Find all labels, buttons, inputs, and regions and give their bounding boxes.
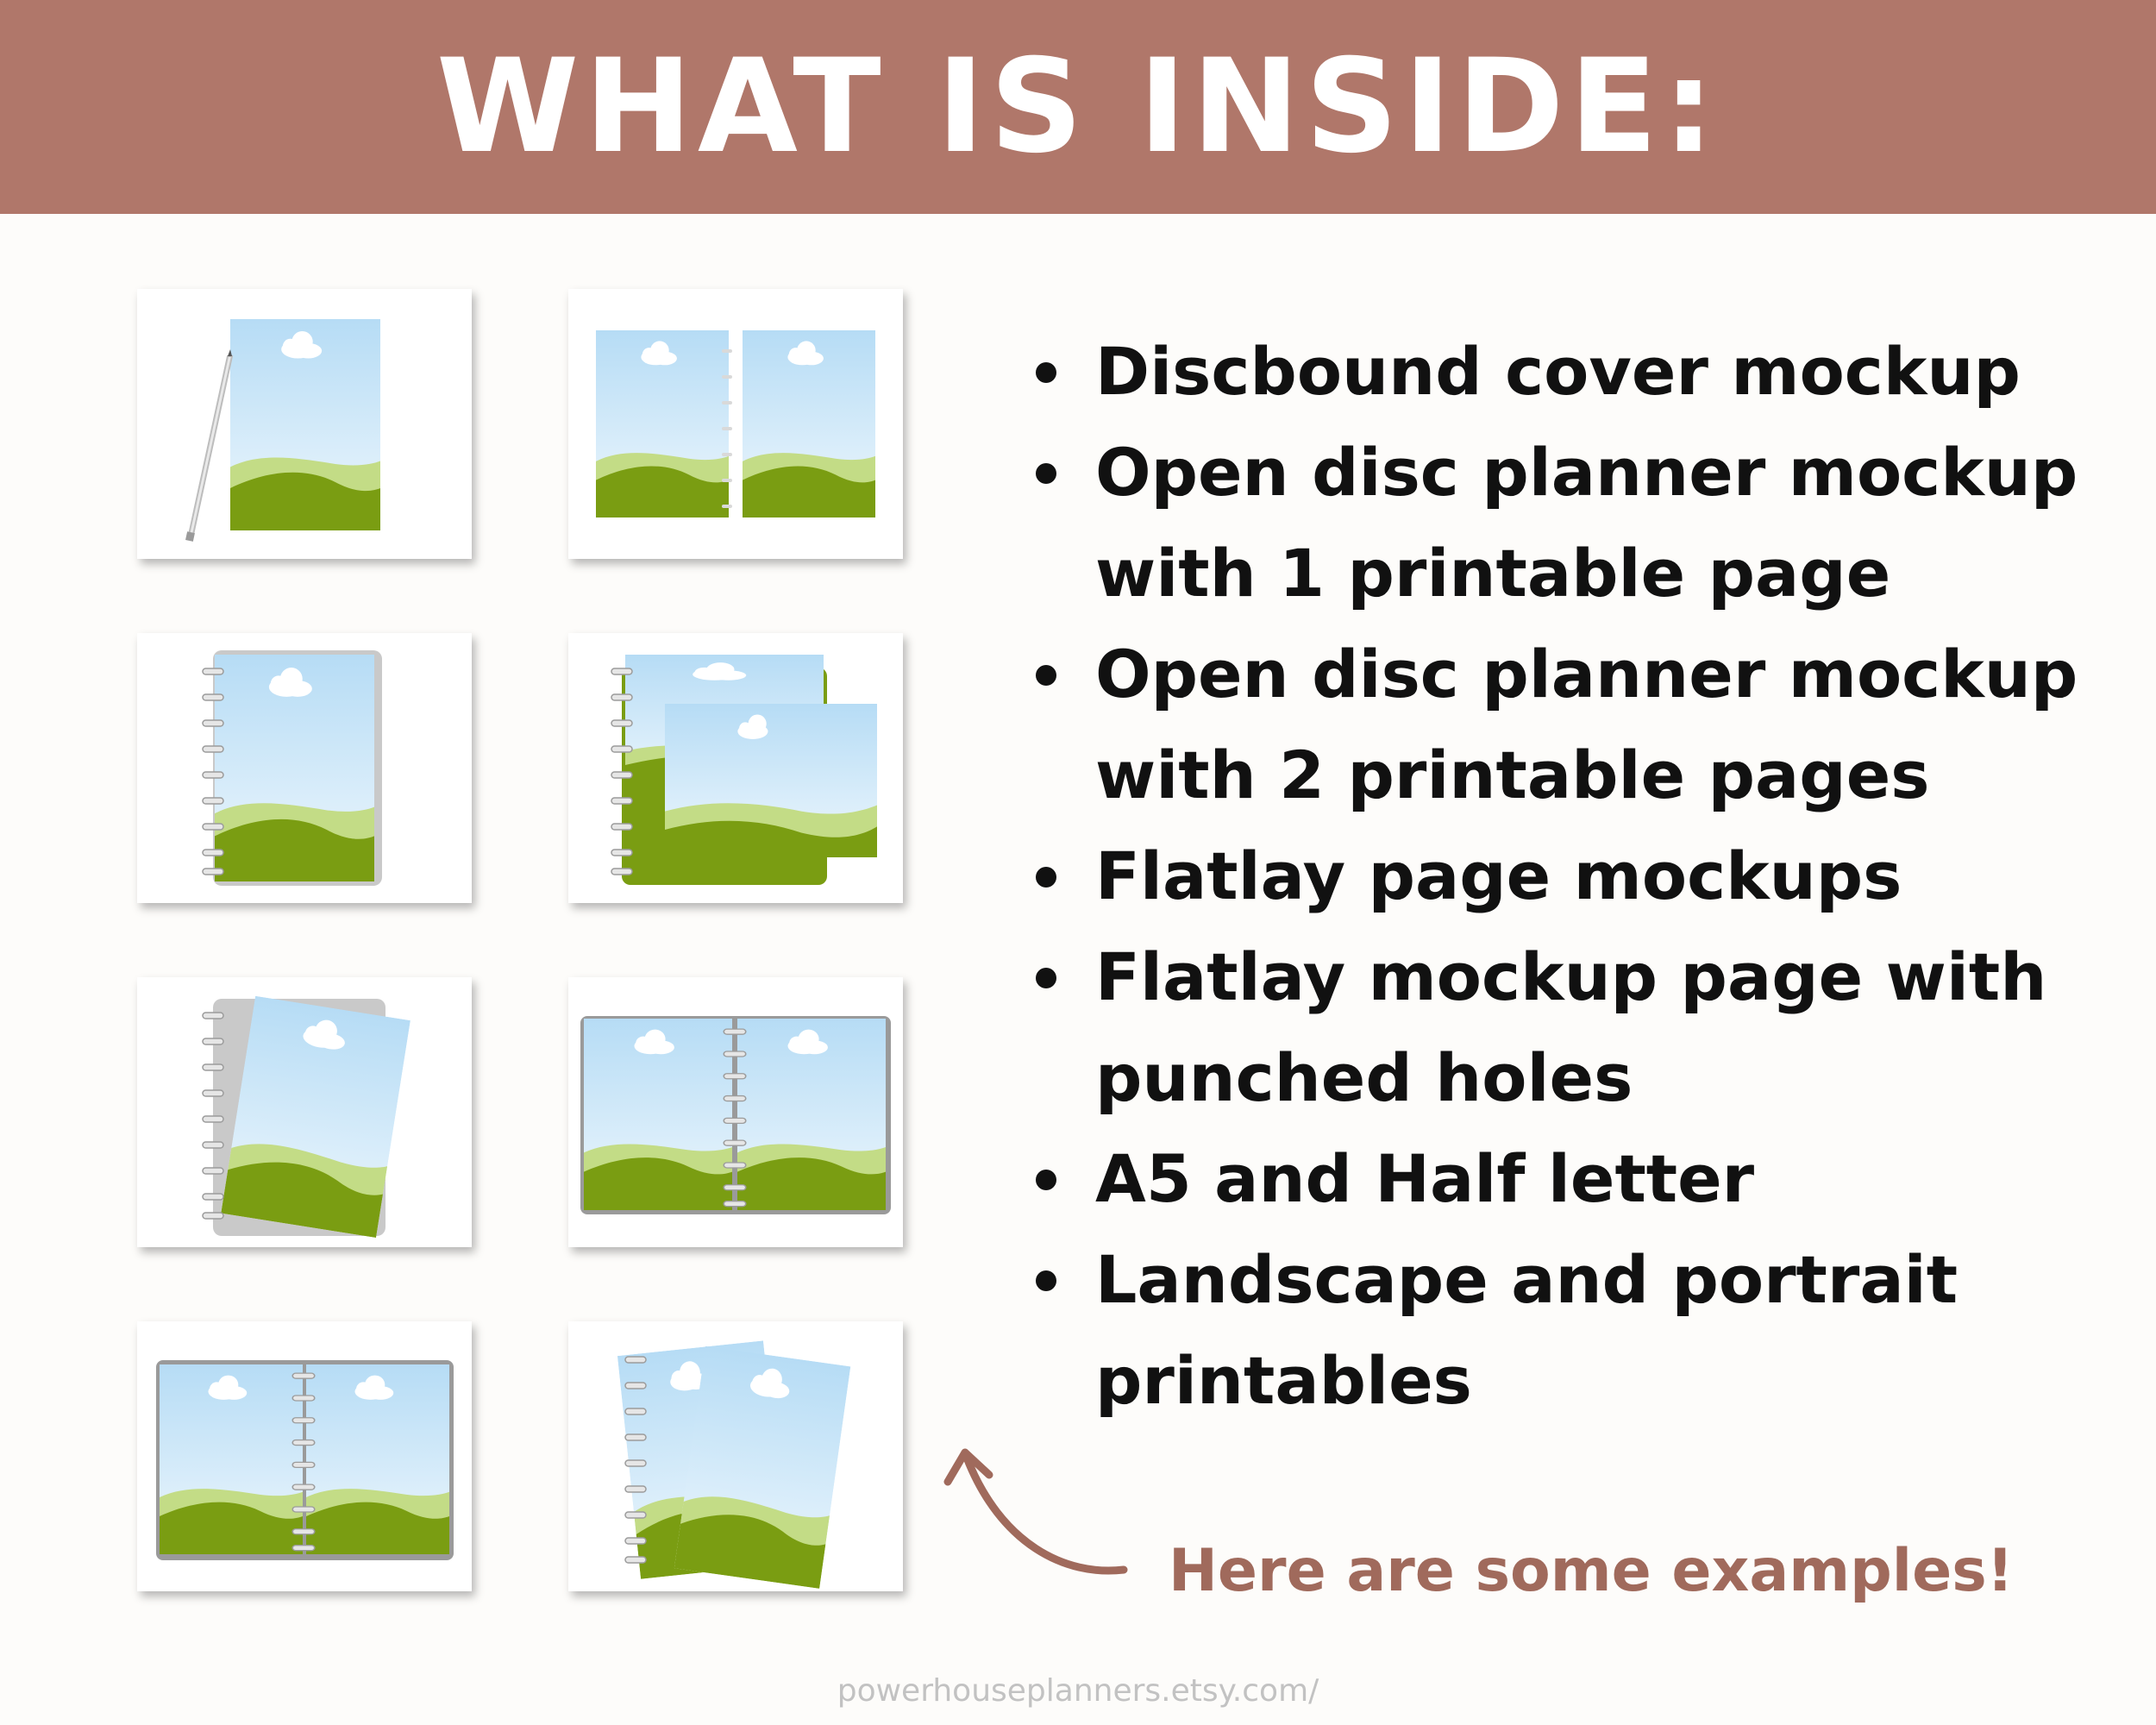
mockup-thumbnail-open-planner-small — [137, 1321, 472, 1591]
discbound-cover-illustration — [202, 650, 382, 886]
mockup-thumbnail-discbound-cover-pencil — [137, 289, 472, 559]
mockup-thumbnail-tilted-page — [137, 977, 472, 1247]
punched-pages-illustration — [617, 1340, 851, 1589]
header-banner: WHAT IS INSIDE: — [0, 0, 2156, 214]
footer-url: powerhouseplanners.etsy.com/ — [837, 1673, 1319, 1709]
page-title: WHAT IS INSIDE: — [436, 32, 1720, 182]
feature-text: Landscape and portrait printables — [1095, 1241, 1959, 1419]
bullet-icon — [1036, 362, 1056, 383]
feature-item: Flatlay page mockups — [1031, 825, 2143, 926]
mockup-thumbnail-landscape-stacked — [568, 633, 903, 903]
feature-text: Flatlay mockup page with punched holes — [1095, 938, 2047, 1116]
mockup-thumbnail-two-pages — [568, 289, 903, 559]
feature-text: Open disc planner mockup with 2 printabl… — [1095, 636, 2078, 813]
features-list: Discbound cover mockup Open disc planner… — [1031, 321, 2143, 1431]
two-pages-illustration — [596, 330, 875, 518]
pencil-icon — [185, 349, 234, 542]
open-planner-small-illustration — [156, 1360, 454, 1560]
bullet-icon — [1036, 968, 1056, 988]
bullet-icon — [1036, 1270, 1056, 1291]
feature-text: Flatlay page mockups — [1095, 837, 1902, 914]
landscape-stacked-illustration — [611, 655, 877, 885]
cover-with-pencil-illustration — [185, 319, 380, 542]
feature-item: Landscape and portrait printables — [1031, 1229, 2143, 1431]
feature-item: Open disc planner mockup with 1 printabl… — [1031, 422, 2143, 624]
feature-item: A5 and Half letter — [1031, 1128, 2143, 1229]
tilted-page-illustration — [202, 995, 411, 1239]
mockup-thumbnail-open-planner-two-pages — [568, 977, 903, 1247]
mockup-thumbnail-discbound-cover — [137, 633, 472, 903]
bullet-icon — [1036, 665, 1056, 686]
examples-callout: Here are some examples! — [1169, 1537, 2014, 1605]
feature-item: Flatlay mockup page with punched holes — [1031, 926, 2143, 1128]
feature-text: A5 and Half letter — [1095, 1140, 1755, 1217]
feature-item: Open disc planner mockup with 2 printabl… — [1031, 624, 2143, 825]
bullet-icon — [1036, 867, 1056, 888]
feature-text: Open disc planner mockup with 1 printabl… — [1095, 434, 2078, 612]
open-planner-illustration — [580, 1016, 891, 1214]
bullet-icon — [1036, 1170, 1056, 1190]
curved-arrow-icon — [943, 1448, 1128, 1575]
mockup-thumbnail-punched-pages — [568, 1321, 903, 1591]
feature-item: Discbound cover mockup — [1031, 321, 2143, 422]
bullet-icon — [1036, 463, 1056, 484]
feature-text: Discbound cover mockup — [1095, 333, 2021, 410]
